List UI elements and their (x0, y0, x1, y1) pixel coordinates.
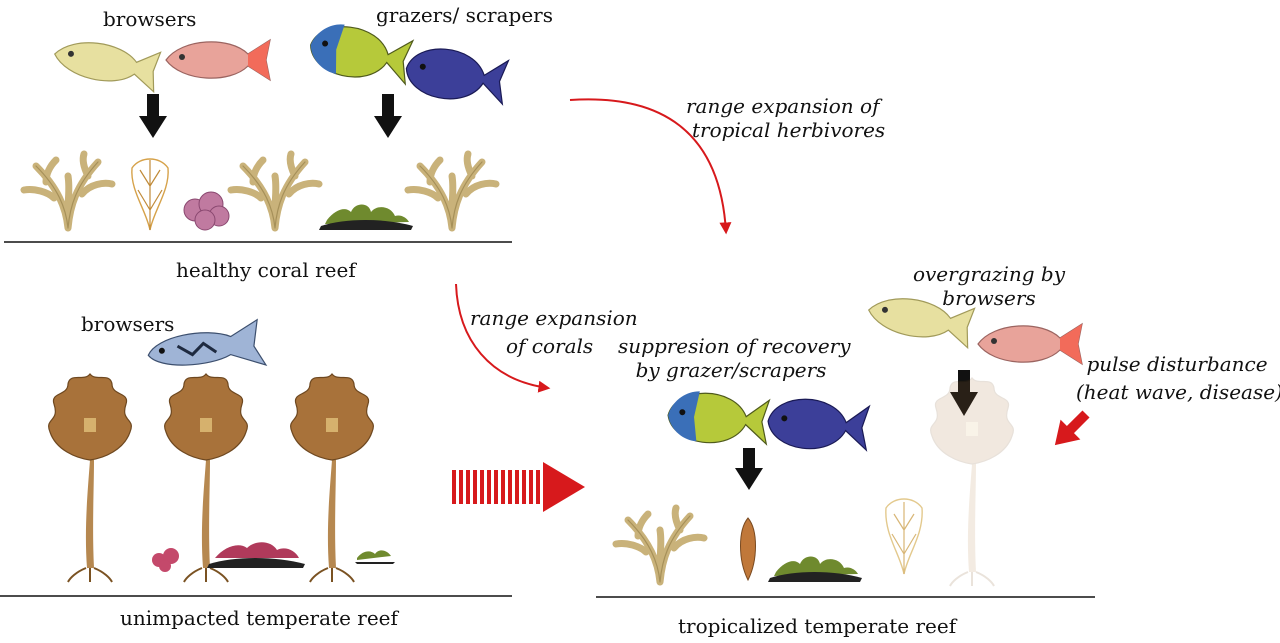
kelp-1 (47, 373, 133, 583)
blue-surgeonfish-right (765, 396, 871, 454)
red-arrow-pulse (1054, 410, 1090, 446)
dashed-red-arrow (452, 462, 585, 512)
red-alga-mat (207, 542, 305, 568)
label-healthy-coral-reef: healthy coral reef (176, 258, 356, 282)
browser-fish-right (864, 289, 976, 349)
label-range-expansion-corals: range expansion of corals (470, 306, 638, 358)
kelp-3 (289, 373, 375, 583)
label-browsers-top: browsers (103, 7, 197, 31)
label-range-corals-line2: of corals (506, 334, 594, 358)
kelp-recruit (740, 517, 756, 582)
label-pulse-disturbance: pulse disturbance (heat wave, disease) (1076, 352, 1280, 404)
sea-fan-top (131, 158, 169, 231)
pink-coral-top (183, 191, 230, 231)
parrotfish-right (977, 323, 1083, 365)
red-arrow-range-herbivores (569, 98, 732, 235)
label-pulse-line2: (heat wave, disease) (1076, 380, 1280, 404)
label-range-herbivores-line1: range expansion of (686, 94, 880, 118)
sea-fan-right (885, 498, 923, 575)
label-grazers-scrapers: grazers/ scrapers (376, 3, 553, 27)
branching-coral-3 (408, 154, 496, 228)
label-range-corals-line1: range expansion (470, 306, 638, 330)
yellow-surgeonfish-top (305, 20, 414, 88)
label-suppression-line1: suppresion of recovery (618, 334, 851, 358)
faded-kelp (929, 377, 1015, 587)
label-pulse-line1: pulse disturbance (1086, 352, 1268, 376)
green-turf-left (355, 550, 395, 564)
parrotfish-top (165, 39, 271, 81)
label-overgrazing: overgrazing by browsers (904, 262, 1074, 310)
pink-alga-left (152, 548, 179, 572)
label-suppression-line2: by grazer/scrapers (635, 358, 827, 382)
turf-algae-right (768, 556, 862, 582)
temperate-browser-fish (147, 318, 268, 367)
black-arrow-browsers-top (139, 94, 167, 138)
label-overgrazing-line1: overgrazing by (912, 262, 1066, 286)
red-arrow-range-corals (455, 283, 551, 393)
label-unimpacted-temperate-reef: unimpacted temperate reef (120, 606, 398, 630)
branching-coral-1 (24, 154, 112, 228)
branching-coral-right (616, 508, 704, 582)
label-tropicalized-temperate-reef: tropicalized temperate reef (678, 614, 957, 638)
branching-coral-2 (231, 154, 319, 228)
yellow-surgeonfish-right (665, 390, 771, 448)
black-arrow-grazers-top (374, 94, 402, 138)
black-arrow-grazers-right (735, 448, 763, 490)
browser-fish-top (50, 33, 162, 93)
label-overgrazing-line2: browsers (942, 286, 1036, 310)
label-browsers-left: browsers (81, 312, 175, 336)
label-suppression-recovery: suppresion of recovery by grazer/scraper… (618, 334, 851, 382)
label-range-expansion-herbivores: range expansion of tropical herbivores (682, 94, 885, 142)
blue-surgeonfish-top (402, 43, 510, 108)
label-range-herbivores-line2: tropical herbivores (692, 118, 886, 142)
turf-algae-top (319, 204, 413, 230)
